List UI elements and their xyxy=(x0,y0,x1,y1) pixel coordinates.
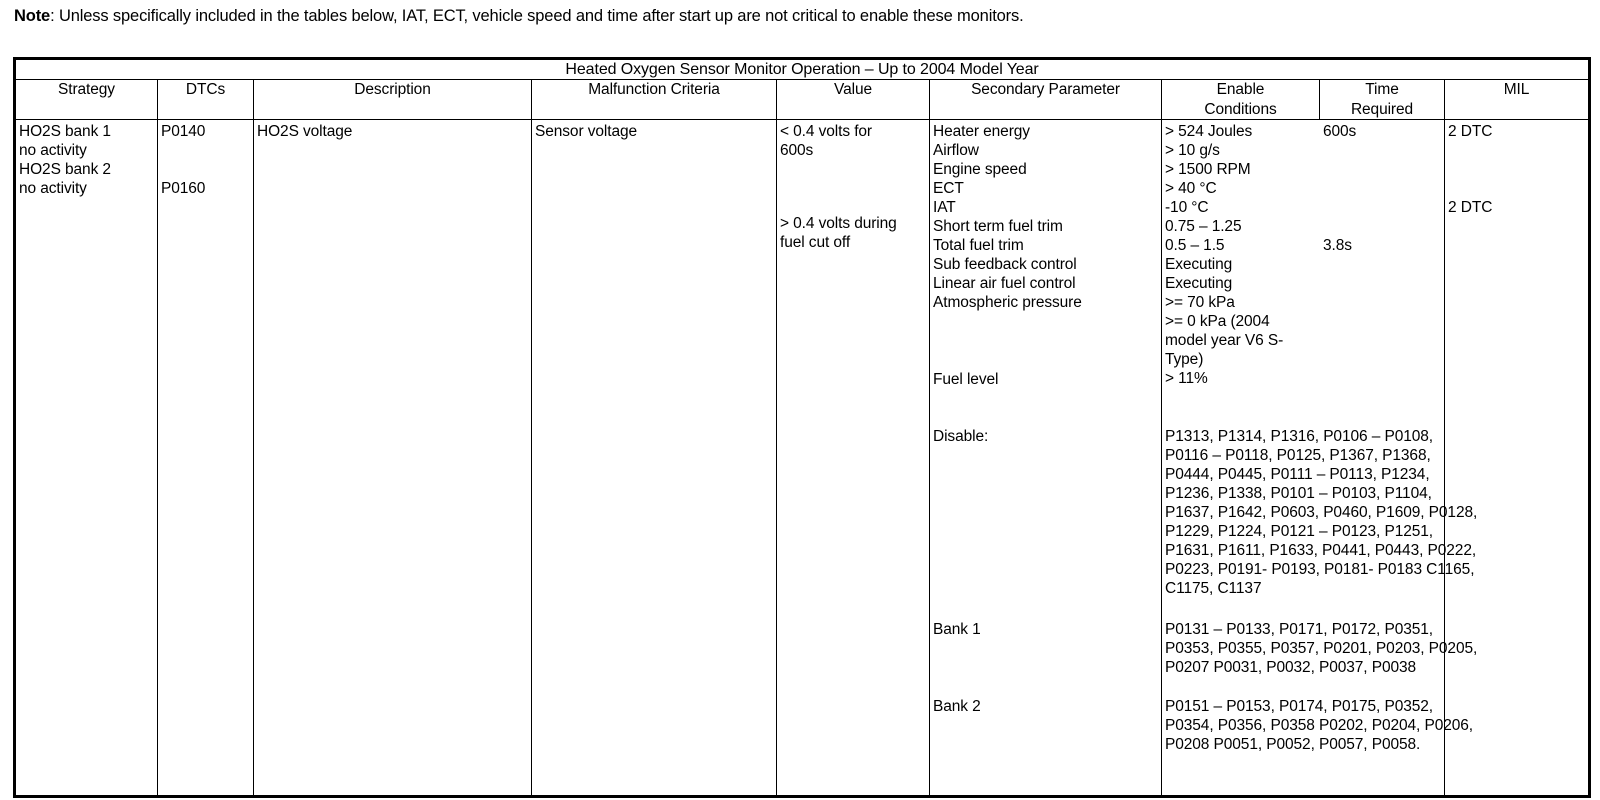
column-header-description: Description xyxy=(253,79,532,121)
enable-condition-value: 0.75 – 1.25 xyxy=(1165,218,1242,236)
secondary-parameter-item: IAT xyxy=(933,199,956,217)
table-row: HO2S bank 1 no activity HO2S bank 2 no a… xyxy=(14,119,1591,798)
secondary-parameter-bank-2: Bank 2 xyxy=(933,698,981,716)
dtc-code-primary: P0140 xyxy=(161,123,206,141)
value-line-3: > 0.4 volts during xyxy=(780,215,897,233)
mil-primary: 2 DTC xyxy=(1448,123,1493,141)
value-line-4: fuel cut off xyxy=(780,234,851,252)
disable-dtc-line: P1313, P1314, P1316, P0106 – P0108, xyxy=(1165,428,1433,446)
mil-secondary: 2 DTC xyxy=(1448,199,1493,217)
enable-condition-value: > 10 g/s xyxy=(1165,142,1220,160)
column-header-dtcs: DTCs xyxy=(157,79,254,121)
enable-condition-value: Executing xyxy=(1165,256,1233,274)
disable-dtc-line: P1236, P1338, P0101 – P0103, P1104, xyxy=(1165,485,1432,503)
note-label: Note xyxy=(14,7,51,25)
disable-dtc-line: C1175, C1137 xyxy=(1165,580,1262,598)
secondary-parameter-bank-1: Bank 1 xyxy=(933,621,981,639)
disable-dtc-line: P0444, P0445, P0111 – P0113, P1234, xyxy=(1165,466,1430,484)
column-header-malfunction-criteria: Malfunction Criteria xyxy=(531,79,777,121)
strategy-line-3: HO2S bank 2 xyxy=(19,161,111,179)
enable-condition-value: >= 0 kPa (2004 xyxy=(1165,313,1270,331)
disable-dtc-line: P0223, P0191- P0193, P0181- P0183 C1165, xyxy=(1165,561,1475,579)
heated-oxygen-sensor-monitor-table: Heated Oxygen Sensor Monitor Operation –… xyxy=(13,57,1592,799)
secondary-parameter-item: Airflow xyxy=(933,142,979,160)
column-header-secondary-parameter: Secondary Parameter xyxy=(929,79,1162,121)
bank-1-dtc-line: P0207 P0031, P0032, P0037, P0038 xyxy=(1165,659,1417,677)
enable-condition-value: > 1500 RPM xyxy=(1165,161,1251,179)
secondary-parameter-item: Short term fuel trim xyxy=(933,218,1063,236)
strategy-line-4: no activity xyxy=(19,180,87,198)
secondary-parameter-item: Linear air fuel control xyxy=(933,275,1076,293)
time-required-line-2: Required xyxy=(1350,100,1414,118)
strategy-line-2: no activity xyxy=(19,142,87,160)
dtc-code-secondary: P0160 xyxy=(161,180,206,198)
bank-2-dtc-line: P0354, P0356, P0358 P0202, P0204, P0206, xyxy=(1165,717,1473,735)
column-header-strategy: Strategy xyxy=(14,79,158,121)
enable-conditions-line-2: Conditions xyxy=(1204,100,1277,118)
cell-secondary-parameter: Heater energy Airflow Engine speed ECT I… xyxy=(929,119,1162,798)
strategy-line-1: HO2S bank 1 xyxy=(19,123,111,141)
secondary-parameter-item: Atmospheric pressure xyxy=(933,294,1082,312)
value-line-2: 600s xyxy=(780,142,814,160)
disable-dtc-line: P1229, P1224, P0121 – P0123, P1251, xyxy=(1165,523,1433,541)
time-required-line-1: Time xyxy=(1365,81,1399,99)
column-header-value: Value xyxy=(776,79,930,121)
enable-condition-value: > 11% xyxy=(1165,370,1208,388)
cell-value: < 0.4 volts for 600s > 0.4 volts during … xyxy=(776,119,930,798)
value-line-1: < 0.4 volts for xyxy=(780,123,872,141)
time-required-primary: 600s xyxy=(1323,123,1357,141)
secondary-parameter-disable: Disable: xyxy=(933,428,989,446)
enable-condition-value: Type) xyxy=(1165,351,1204,369)
column-header-mil: MIL xyxy=(1443,79,1591,121)
cell-enable-conditions: > 524 Joules > 10 g/s > 1500 RPM > 40 °C… xyxy=(1161,119,1477,798)
malfunction-criteria-text: Sensor voltage xyxy=(535,123,637,141)
cell-malfunction-criteria: Sensor voltage xyxy=(531,119,777,798)
bank-2-dtc-line: P0151 – P0153, P0174, P0175, P0352, xyxy=(1165,698,1433,716)
column-header-enable-conditions: Enable Conditions xyxy=(1161,79,1320,121)
disable-dtc-line: P1637, P1642, P0603, P0460, P1609, P0128… xyxy=(1165,504,1478,522)
enable-condition-value: model year V6 S- xyxy=(1165,332,1284,350)
column-header-time-required: Time Required xyxy=(1319,79,1445,121)
enable-condition-value: 0.5 – 1.5 xyxy=(1165,237,1225,255)
enable-condition-value: -10 °C xyxy=(1165,199,1209,217)
note-paragraph: Note: Unless specifically included in th… xyxy=(14,6,1024,26)
table-title: Heated Oxygen Sensor Monitor Operation –… xyxy=(13,57,1591,81)
secondary-parameter-item: Sub feedback control xyxy=(933,256,1077,274)
secondary-parameter-item: Heater energy xyxy=(933,123,1030,141)
secondary-parameter-item: ECT xyxy=(933,180,964,198)
table-title-row: Heated Oxygen Sensor Monitor Operation –… xyxy=(13,57,1591,81)
cell-mil: 2 DTC 2 DTC xyxy=(1443,119,1591,798)
secondary-parameter-item: Total fuel trim xyxy=(933,237,1024,255)
bank-2-dtc-line: P0208 P0051, P0052, P0057, P0058. xyxy=(1165,736,1421,754)
secondary-parameter-fuel-level: Fuel level xyxy=(933,371,999,389)
bank-1-dtc-line: P0353, P0355, P0357, P0201, P0203, P0205… xyxy=(1165,640,1478,658)
time-required-secondary: 3.8s xyxy=(1323,237,1352,255)
bank-1-dtc-line: P0131 – P0133, P0171, P0172, P0351, xyxy=(1165,621,1433,639)
cell-dtcs: P0140 P0160 xyxy=(157,119,254,798)
enable-conditions-line-1: Enable xyxy=(1216,81,1265,99)
disable-dtc-line: P0116 – P0118, P0125, P1367, P1368, xyxy=(1165,447,1431,465)
monitor-table-wrapper: Heated Oxygen Sensor Monitor Operation –… xyxy=(13,57,1592,799)
enable-condition-value: >= 70 kPa xyxy=(1165,294,1235,312)
enable-condition-value: > 524 Joules xyxy=(1165,123,1253,141)
table-header-row: Strategy DTCs Description Malfunction Cr… xyxy=(14,79,1591,121)
enable-condition-value: > 40 °C xyxy=(1165,180,1217,198)
secondary-parameter-item: Engine speed xyxy=(933,161,1027,179)
cell-strategy: HO2S bank 1 no activity HO2S bank 2 no a… xyxy=(14,119,158,798)
note-text: : Unless specifically included in the ta… xyxy=(50,7,1024,25)
enable-condition-value: Executing xyxy=(1165,275,1233,293)
disable-dtc-line: P1631, P1611, P1633, P0441, P0443, P0222… xyxy=(1165,542,1477,560)
description-text: HO2S voltage xyxy=(257,123,353,141)
cell-description: HO2S voltage xyxy=(253,119,532,798)
